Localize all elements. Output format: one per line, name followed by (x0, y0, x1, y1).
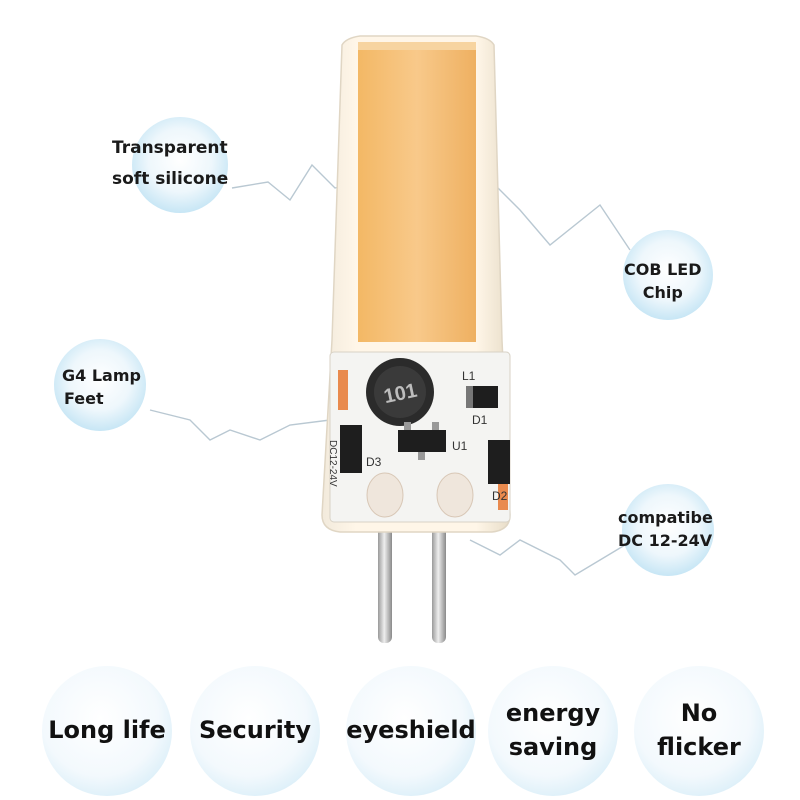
feature-label: Security (198, 716, 312, 745)
marking-voltage: DC12-24V (327, 440, 338, 487)
feature-label: energy (505, 699, 601, 728)
callout-line: Feet (64, 389, 104, 409)
feature-energy-saving: energy saving (488, 666, 618, 796)
feature-eyeshield: eyeshield (346, 666, 476, 796)
callout-line: COB LED (624, 260, 702, 279)
callout-line: Chip (642, 283, 683, 303)
feature-no-flicker: No flicker (634, 666, 764, 796)
callout-line: DC 12-24V (618, 531, 713, 551)
callout-cob-chip: COB LED Chip (624, 258, 702, 304)
callout-line: G4 Lamp (62, 366, 141, 385)
feature-label: flicker (657, 733, 741, 761)
callout-silicone: Transparent soft silicone (112, 136, 228, 191)
diode-d1 (466, 386, 498, 408)
cob-chip (358, 42, 476, 342)
callout-voltage: compatibe DC 12-24V (618, 506, 713, 552)
marking-d1: D1 (472, 413, 488, 427)
marking-l1: L1 (462, 369, 476, 383)
callout-line: Transparent (112, 138, 228, 158)
callout-lamp-feet: G4 Lamp Feet (62, 364, 141, 410)
callout-line: compatibe (618, 508, 713, 527)
regulator-u1 (398, 430, 446, 452)
callout-line: soft silicone (112, 168, 229, 189)
feature-label: Long life (48, 716, 166, 745)
diode-d2 (488, 440, 510, 484)
pin-left (378, 525, 392, 643)
feature-label: No (680, 699, 718, 728)
diode-d3 (340, 425, 362, 473)
feature-label: eyeshield (346, 716, 476, 745)
marking-d3: D3 (366, 455, 382, 469)
marking-d2: D2 (492, 489, 508, 503)
feature-security: Security (190, 666, 320, 796)
g4-bulb: 101 L1 D1 U1 D3 D2 DC12-24V (321, 35, 511, 643)
pin-right (432, 525, 446, 643)
feature-label: saving (508, 733, 598, 761)
feature-long-life: Long life (42, 666, 172, 796)
decor-glows (54, 60, 714, 576)
marking-u1: U1 (452, 439, 468, 453)
